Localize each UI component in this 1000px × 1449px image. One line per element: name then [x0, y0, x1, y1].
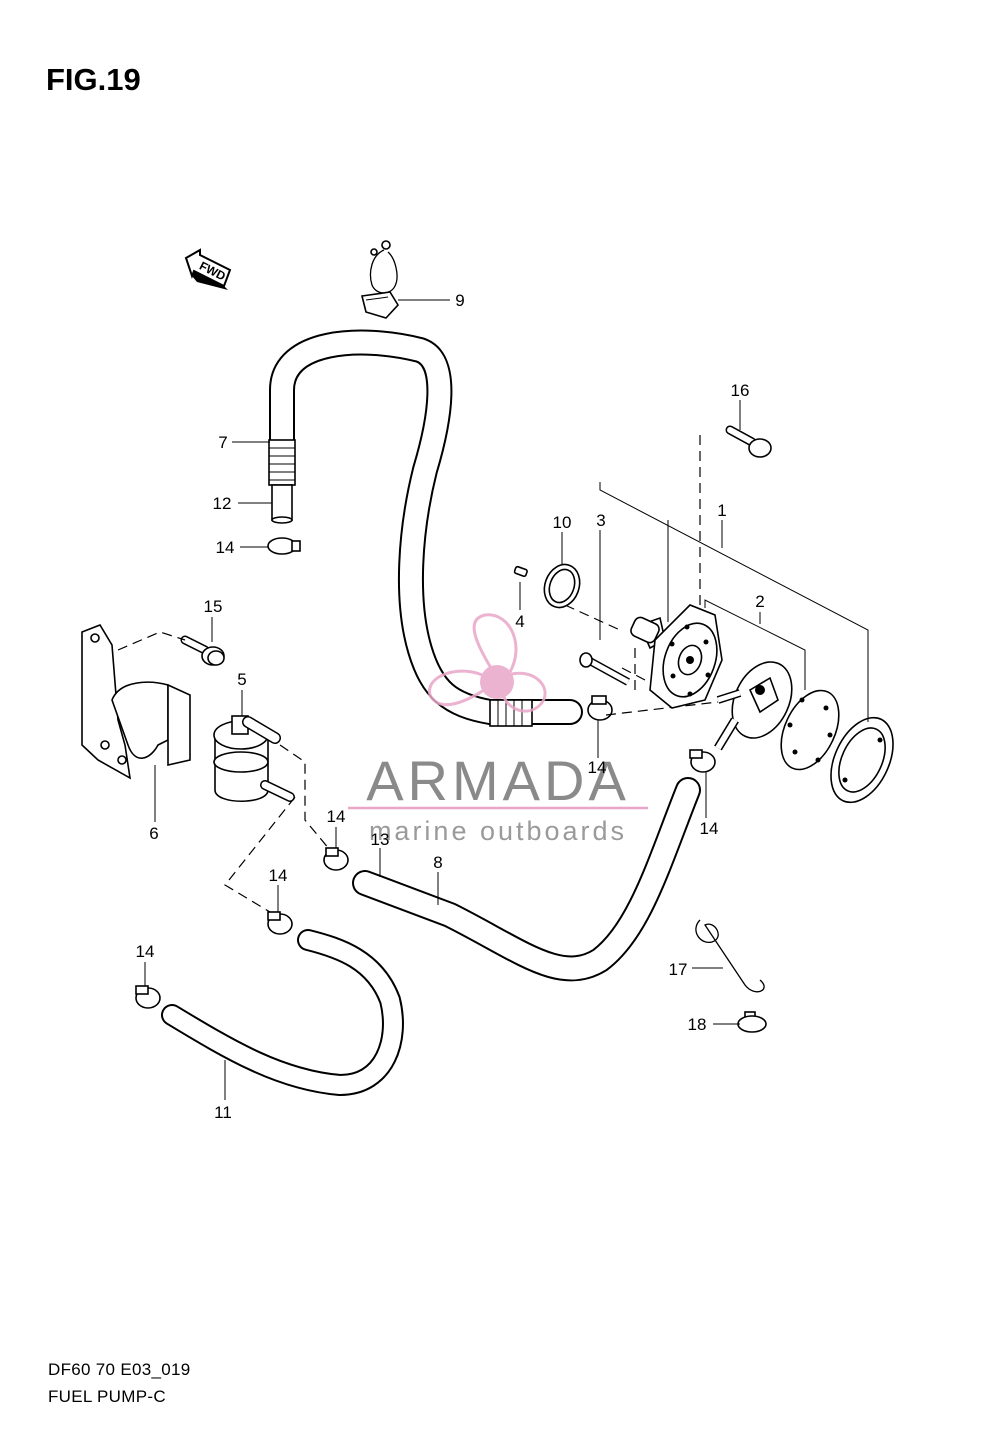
- diagram-name: FUEL PUMP-C: [48, 1387, 166, 1406]
- pipe-part-12: [271, 484, 293, 524]
- hose-clamp-part-14: [135, 985, 161, 1009]
- bolt-part-16: [725, 425, 772, 458]
- callout-part-12: 12: [213, 494, 232, 513]
- callout-part-6: 6: [149, 824, 158, 843]
- callout-part-14: 14: [588, 758, 607, 777]
- callout-part-9: 9: [455, 291, 464, 310]
- hose-clamp-part-14: [267, 911, 293, 935]
- figure-title: FIG.19: [46, 62, 141, 97]
- callout-part-8: 8: [433, 853, 442, 872]
- callout-part-14: 14: [136, 942, 155, 961]
- screw-part-3: [579, 652, 630, 686]
- clip-part-17: [695, 919, 765, 993]
- hose-clamp-part-14: [323, 847, 349, 871]
- o-ring-part-10: [543, 563, 581, 609]
- diagram-code: DF60 70 E03_019: [48, 1360, 191, 1379]
- callout-part-13: 13: [371, 830, 390, 849]
- callout-part-5: 5: [237, 670, 246, 689]
- callout-part-14: 14: [269, 866, 288, 885]
- callout-part-17: 17: [669, 960, 688, 979]
- callout-part-15: 15: [204, 597, 223, 616]
- gasket: [830, 716, 894, 804]
- fuel-pump-part-1: [630, 604, 723, 709]
- callout-part-10: 10: [553, 513, 572, 532]
- diaphragm: [780, 689, 840, 771]
- watermark-tagline: marine outboards: [369, 816, 627, 846]
- screw-part-18: [737, 1011, 767, 1033]
- callout-part-2: 2: [755, 592, 764, 611]
- callout-leaders: [144, 400, 741, 1100]
- callout-part-3: 3: [596, 511, 605, 530]
- assembly-dashed-lines: [117, 435, 719, 913]
- fuel-hose-part-7: [268, 329, 583, 727]
- fwd-arrow-icon: FWD: [184, 248, 232, 290]
- clip-part-9: [361, 240, 450, 319]
- callout-part-14: 14: [216, 538, 235, 557]
- callout-part-4: 4: [515, 612, 524, 631]
- bolt-part-15: [180, 635, 225, 666]
- pin-part-4: [513, 565, 528, 578]
- callout-part-7: 7: [218, 433, 227, 452]
- fuel-filter-part-5: [213, 715, 295, 803]
- pump-cover-part-2: [714, 661, 793, 751]
- callout-part-1: 1: [717, 501, 726, 520]
- assembly-leader-lines: [599, 482, 869, 722]
- watermark-brand: ARMADA: [366, 749, 630, 812]
- callout-part-14: 14: [327, 807, 346, 826]
- hose-clamp-part-14: [587, 695, 613, 721]
- hose-clamp-part-14: [267, 537, 301, 555]
- watermark-propeller-icon: [428, 613, 547, 713]
- hose-clamp-part-14: [689, 749, 716, 773]
- callout-part-14: 14: [700, 819, 719, 838]
- bracket-part-6: [81, 624, 191, 780]
- callout-part-18: 18: [688, 1015, 707, 1034]
- callout-part-11: 11: [214, 1103, 232, 1122]
- callout-part-16: 16: [731, 381, 750, 400]
- fuel-hose-part-8: [352, 777, 701, 982]
- fuel-hose-part-11: [161, 929, 404, 1097]
